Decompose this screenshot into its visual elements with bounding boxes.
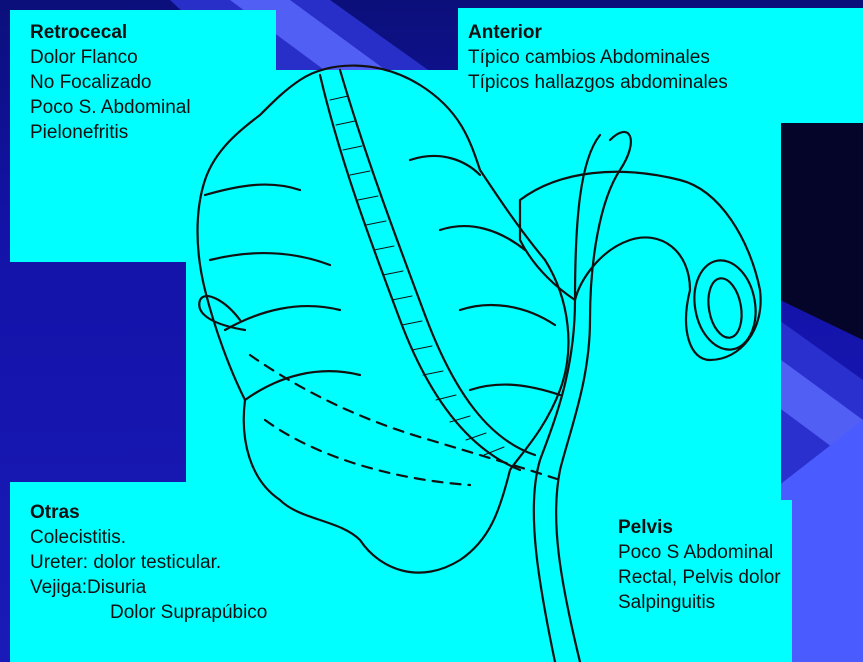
anterior-title: Anterior: [468, 20, 848, 45]
haustra-fold: [460, 305, 555, 325]
retrocecal-title: Retrocecal: [30, 20, 200, 45]
pelvis-text: Pelvis Poco S Abdominal Rectal, Pelvis d…: [618, 515, 863, 615]
otras-text: Otras Colecistitis. Ureter: dolor testic…: [30, 500, 330, 625]
pelvis-title: Pelvis: [618, 515, 863, 540]
pelvis-line: Salpinguitis: [618, 590, 863, 615]
ileum-opening: [688, 255, 763, 354]
appendix-tip: [199, 296, 245, 330]
ileum-lumen: [704, 276, 746, 341]
anterior-line: Típicos hallazgos abdominales: [468, 70, 848, 95]
otras-line: Dolor Suprapúbico: [30, 600, 330, 625]
retrocecal-line: No Focalizado: [30, 70, 200, 95]
ileum-tube: [520, 172, 761, 360]
haustra-fold: [225, 306, 340, 330]
haustra-fold: [205, 185, 300, 195]
retrocecal-text: Retrocecal Dolor Flanco No Focalizado Po…: [30, 20, 200, 145]
otras-line: Colecistitis.: [30, 525, 330, 550]
retrocecal-line: Dolor Flanco: [30, 45, 200, 70]
haustra-fold: [470, 385, 560, 395]
haustra-fold: [410, 156, 480, 175]
haustra-fold: [440, 226, 525, 250]
anterior-line: Típico cambios Abdominales: [468, 45, 848, 70]
dashed-line: [250, 355, 560, 480]
pelvis-line: Rectal, Pelvis dolor: [618, 565, 863, 590]
dashed-line: [265, 420, 470, 485]
otras-line: Vejiga:Disuria: [30, 575, 330, 600]
pelvis-line: Poco S Abdominal: [618, 540, 863, 565]
retrocecal-line: Pielonefritis: [30, 120, 200, 145]
hatch-lines: [330, 96, 504, 455]
anterior-text: Anterior Típico cambios Abdominales Típi…: [468, 20, 848, 95]
colon-outline: [198, 66, 569, 573]
otras-title: Otras: [30, 500, 330, 525]
otras-line: Ureter: dolor testicular.: [30, 550, 330, 575]
haustra-fold: [245, 371, 360, 400]
appendix-strand: [534, 135, 600, 662]
haustra-fold: [210, 253, 330, 265]
retrocecal-line: Poco S. Abdominal: [30, 95, 200, 120]
